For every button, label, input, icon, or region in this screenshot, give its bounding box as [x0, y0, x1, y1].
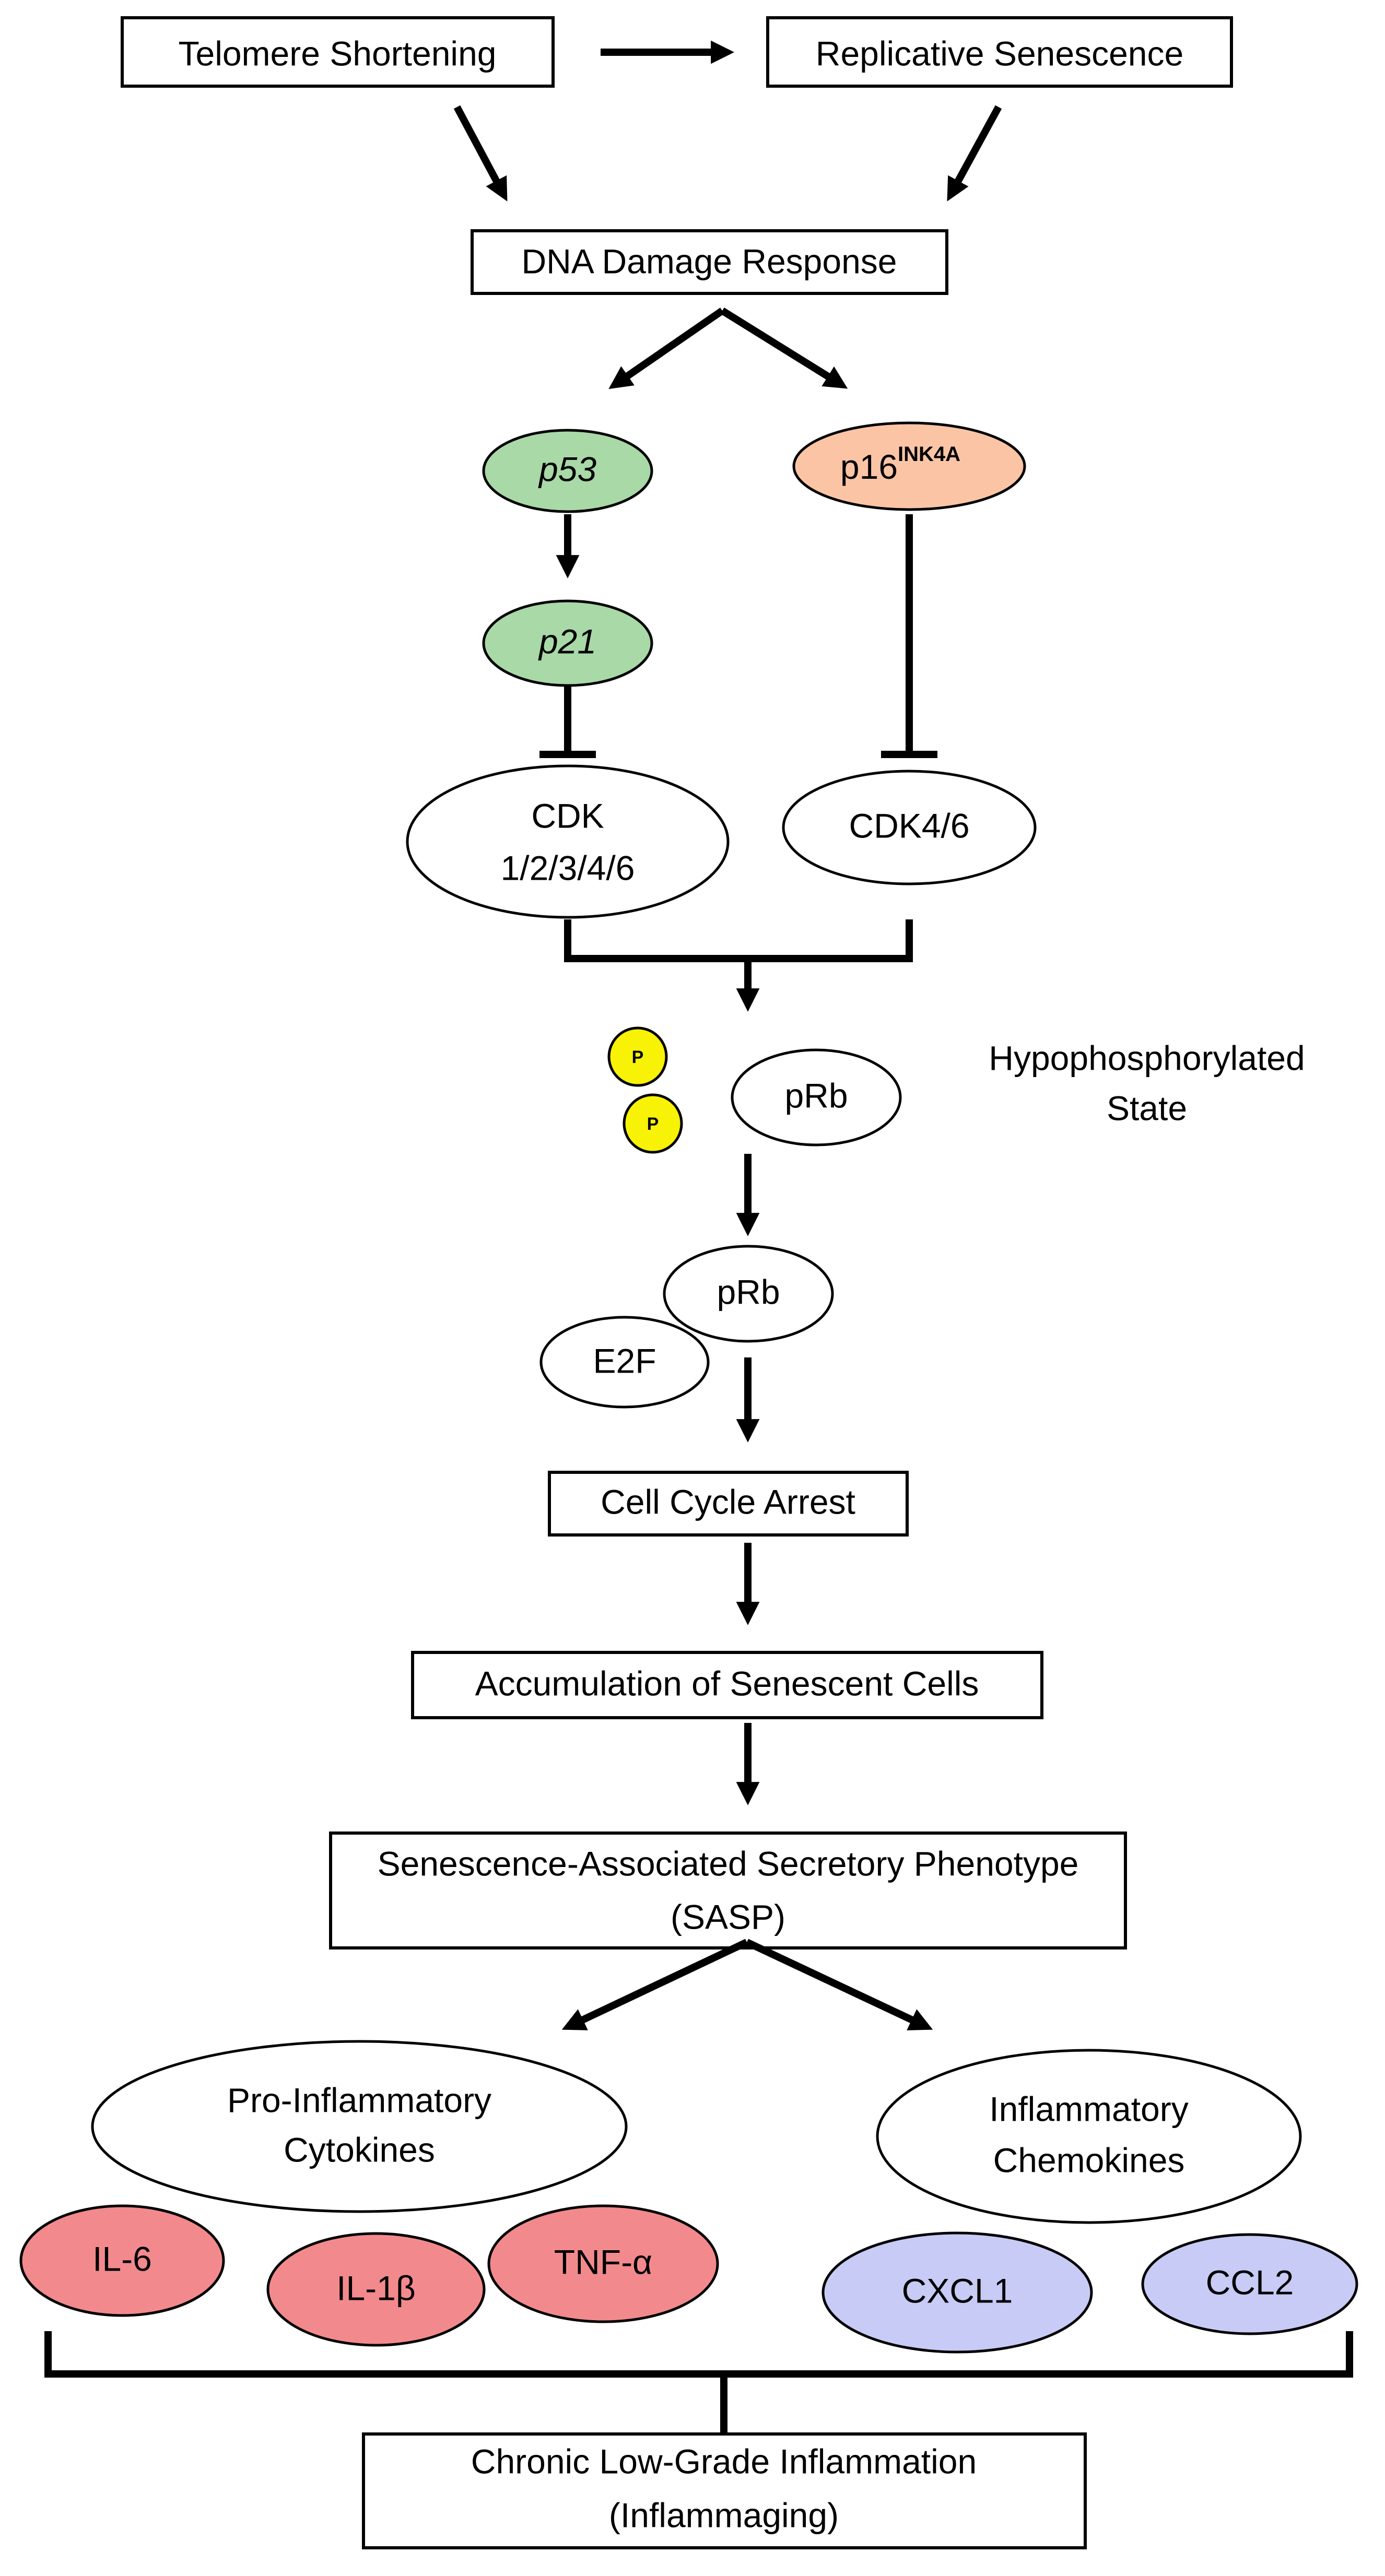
chronic-inflammation-node: Chronic Low-Grade Inflammation (Inflamma…: [362, 2432, 1087, 2549]
arrow-sasp-to-chemokines: [745, 1939, 933, 2030]
ccl2-label: CCL2: [1206, 2263, 1294, 2301]
phosphate-group-2: P: [623, 1093, 683, 1154]
il6-ellipse: [19, 2204, 225, 2317]
p21-node: p21: [482, 599, 653, 687]
chemokines-label-line2: Chemokines: [993, 2141, 1185, 2179]
arrow-sasp-to-cytokines: [561, 1939, 748, 2030]
p16-ellipse: [792, 421, 1026, 511]
p16-base-text: p16: [840, 447, 898, 486]
cxcl1-label: CXCL1: [902, 2271, 1013, 2310]
inhibit-p21-to-cdk: [539, 687, 596, 758]
cxcl1-ellipse: [821, 2231, 1093, 2354]
prb-hypophosphorylated-node: pRb: [731, 1048, 902, 1147]
p21-label: p21: [538, 622, 596, 660]
phosphate-circle-1: [607, 1026, 668, 1087]
il6-label: IL-6: [92, 2239, 152, 2278]
cdk-label-line2: 1/2/3/4/6: [501, 848, 635, 887]
arrow-ddr-to-p53: [608, 308, 724, 389]
phosphate-group-1: P: [607, 1026, 668, 1087]
cdk-merge-bracket: [564, 919, 913, 962]
chronic-label-line1: Chronic Low-Grade Inflammation: [471, 2442, 977, 2480]
p16-ink4a-node: p16INK4A: [792, 421, 1026, 511]
chronic-label-line2: (Inflammaging): [609, 2496, 839, 2534]
arrow-telomere-to-ddr: [453, 105, 508, 202]
sasp-label-line2: (SASP): [671, 1897, 785, 1936]
prb-top-label: pRb: [784, 1076, 848, 1115]
phosphate-label-1: P: [632, 1047, 644, 1067]
p53-ellipse: [482, 429, 653, 513]
inflammatory-chemokines-node: Inflammatory Chemokines: [876, 2049, 1302, 2224]
arrow-replicative-to-ddr: [947, 105, 1002, 202]
telomere-shortening-node: Telomere Shortening: [121, 16, 555, 88]
tnf-alpha-node: TNF-α: [487, 2204, 719, 2323]
il1b-ellipse: [266, 2232, 486, 2347]
prb-bottom-ellipse: [663, 1245, 834, 1343]
prb-e2f-complex: E2F pRb: [539, 1245, 834, 1409]
ccl2-ellipse: [1141, 2233, 1358, 2335]
hypophosphorylated-label-line1: Hypophosphorylated: [989, 1038, 1305, 1077]
chemokines-label-line1: Inflammatory: [989, 2089, 1188, 2128]
sasp-node: Senescence-Associated Secretory Phenotyp…: [329, 1831, 1127, 1949]
telomere-shortening-label: Telomere Shortening: [178, 34, 496, 73]
cdk-1-2-3-4-6-node: CDK 1/2/3/4/6: [406, 764, 730, 919]
il1b-label: IL-1β: [336, 2268, 416, 2307]
chemokines-ellipse: [876, 2049, 1302, 2224]
p16-label: p16INK4A: [840, 443, 960, 487]
tnfa-label: TNF-α: [554, 2242, 652, 2281]
p53-node: p53: [482, 429, 653, 513]
cell-cycle-arrest-label: Cell Cycle Arrest: [601, 1482, 855, 1521]
cytokines-label-line1: Pro-Inflammatory: [227, 2081, 491, 2119]
sasp-label-line1: Senescence-Associated Secretory Phenotyp…: [378, 1844, 1079, 1883]
cdk-label-line1: CDK: [531, 796, 604, 835]
p21-ellipse: [482, 599, 653, 687]
prb-top-ellipse: [731, 1048, 902, 1147]
cdk4-6-node: CDK4/6: [782, 770, 1037, 885]
cxcl1-node: CXCL1: [821, 2231, 1093, 2354]
cytokines-ellipse: [91, 2040, 628, 2213]
il-6-node: IL-6: [19, 2204, 225, 2317]
ccl2-node: CCL2: [1141, 2233, 1358, 2335]
e2f-ellipse: [539, 1316, 710, 1409]
hypophosphorylated-label-line2: State: [1107, 1089, 1187, 1127]
il-1b-node: IL-1β: [266, 2232, 486, 2347]
replicative-senescence-label: Replicative Senescence: [816, 34, 1183, 73]
pro-inflammatory-cytokines-node: Pro-Inflammatory Cytokines: [91, 2040, 628, 2213]
prb-bottom-label: pRb: [717, 1272, 780, 1311]
p16-superscript: INK4A: [898, 443, 960, 466]
p53-label: p53: [538, 450, 596, 488]
cdk46-ellipse: [782, 770, 1037, 885]
inhibit-p16-to-cdk46: [881, 514, 937, 758]
arrow-ddr-to-p16: [720, 308, 848, 389]
phosphate-circle-2: [623, 1093, 683, 1154]
cdk46-label: CDK4/6: [849, 806, 969, 845]
accumulation-label: Accumulation of Senescent Cells: [475, 1664, 979, 1703]
tnfa-ellipse: [487, 2204, 719, 2323]
cell-cycle-arrest-node: Cell Cycle Arrest: [548, 1471, 909, 1537]
cytokines-label-line2: Cytokines: [284, 2130, 435, 2169]
e2f-label: E2F: [593, 1341, 656, 1380]
mediators-merge-bracket: [44, 2331, 1353, 2378]
dna-damage-response-node: DNA Damage Response: [471, 229, 948, 295]
cdk-ellipse: [406, 764, 730, 919]
phosphate-label-2: P: [647, 1114, 659, 1134]
accumulation-senescent-cells-node: Accumulation of Senescent Cells: [411, 1651, 1043, 1719]
dna-damage-response-label: DNA Damage Response: [521, 242, 897, 280]
replicative-senescence-node: Replicative Senescence: [766, 16, 1233, 88]
